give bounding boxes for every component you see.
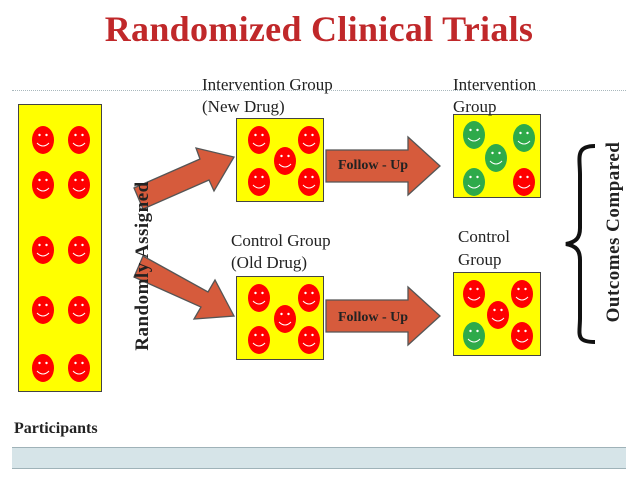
follow-up-arrow-bottom: [325, 285, 441, 347]
randomly-assigned-label: Randomly Assigned: [132, 181, 153, 351]
intervention-outcome-label: Intervention: [453, 75, 537, 94]
face-green-icon: [513, 124, 535, 152]
follow-up-arrow-top: [325, 135, 441, 197]
face-red-icon: [32, 171, 54, 199]
face-green-icon: [463, 168, 485, 196]
face-red-icon: [298, 326, 320, 354]
face-green-icon: [463, 121, 485, 149]
face-red-icon: [68, 236, 90, 264]
intervention-outcome-sublabel: Group: [453, 97, 497, 116]
intervention-group-box: [236, 118, 324, 202]
face-red-icon: [511, 322, 533, 350]
face-red-icon: [298, 168, 320, 196]
intervention-group-label: Intervention Group: [202, 75, 333, 94]
face-red-icon: [68, 354, 90, 382]
face-red-icon: [68, 171, 90, 199]
outcomes-compared-label: Outcomes Compared: [603, 141, 624, 323]
face-red-icon: [32, 126, 54, 154]
face-red-icon: [487, 301, 509, 329]
face-green-icon: [485, 144, 507, 172]
face-green-icon: [463, 322, 485, 350]
face-red-icon: [248, 168, 270, 196]
participants-label: Participants: [14, 420, 98, 437]
assign-arrow-down: [133, 255, 236, 320]
face-red-icon: [298, 284, 320, 312]
intervention-group-sublabel: (New Drug): [202, 97, 285, 116]
page-title: Randomized Clinical Trials: [104, 9, 534, 49]
control-outcome-sublabel: Group: [458, 250, 502, 269]
face-red-icon: [511, 280, 533, 308]
face-red-icon: [32, 296, 54, 324]
control-outcome-label: Control: [458, 227, 510, 246]
assign-arrow-up: [133, 147, 236, 210]
face-red-icon: [463, 280, 485, 308]
follow-up-label-top: Follow - Up: [338, 158, 408, 173]
face-red-icon: [274, 147, 296, 175]
face-red-icon: [68, 296, 90, 324]
face-red-icon: [248, 126, 270, 154]
face-red-icon: [248, 284, 270, 312]
face-red-icon: [68, 126, 90, 154]
follow-up-label-bottom: Follow - Up: [338, 310, 408, 325]
face-red-icon: [32, 354, 54, 382]
title-divider: [12, 90, 626, 91]
intervention-outcome-box: [453, 114, 541, 198]
face-red-icon: [274, 305, 296, 333]
outcomes-brace: [565, 144, 596, 344]
face-red-icon: [32, 236, 54, 264]
face-red-icon: [513, 168, 535, 196]
control-group-label: Control Group: [231, 231, 331, 250]
face-red-icon: [298, 126, 320, 154]
participants-box: [18, 104, 102, 392]
control-outcome-box: [453, 272, 541, 356]
control-group-sublabel: (Old Drug): [231, 253, 308, 272]
face-red-icon: [248, 326, 270, 354]
control-group-box: [236, 276, 324, 360]
footer-bar: [12, 447, 626, 469]
